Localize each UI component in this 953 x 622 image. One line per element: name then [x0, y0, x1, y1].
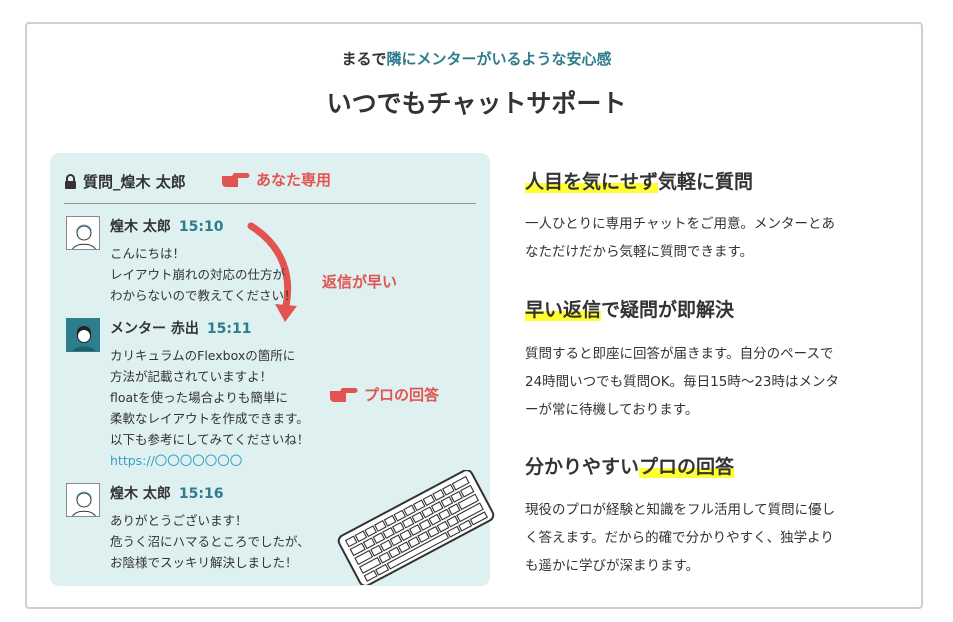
feature-heading: 人目を気にせず気軽に質問 [525, 171, 754, 193]
message-text: こんにちは！ [110, 246, 186, 261]
mentor-avatar-icon [72, 326, 96, 351]
message-text: 柔軟なレイアウトを作成できます。 [110, 411, 309, 426]
message-text: floatを使った場合よりも簡単に [110, 390, 288, 405]
section-title: いつでもチャットサポート [326, 89, 627, 118]
feature-text: なただけだから気軽に質問できます。 [525, 244, 754, 260]
message-text: カリキュラムのFlexboxの箇所に [110, 348, 296, 363]
lock-icon [65, 173, 76, 189]
feature-text: 現役のプロが経験と知識をフル活用して質問に優し [525, 502, 836, 518]
message-text: わからないので教えてください！ [110, 288, 297, 303]
message-text: お陰様でスッキリ解決しました！ [110, 555, 298, 570]
feature-text: く答えます。だから的確で分かりやすく、独学より [525, 530, 834, 546]
pointing-hand-icon [222, 172, 250, 187]
feature-text: 一人ひとりに専用チャットをご用意。メンターとあ [525, 216, 835, 232]
message-text: 危うく沼にハマるところでしたが、 [110, 534, 310, 549]
chat-header-divider [64, 203, 476, 204]
message-text: ありがとうございます！ [110, 513, 248, 528]
feature-text: 24時間いつでも質問OK。毎日15時〜23時はメンタ [525, 374, 840, 390]
avatar [66, 483, 100, 517]
message-text: 以下も参考にしてみてくださいね！ [110, 432, 310, 447]
curved-arrow-icon [247, 222, 297, 322]
message-time: 15:10 [178, 219, 224, 235]
user-avatar-icon [72, 224, 96, 249]
feature-heading: 早い返信で疑問が即解決 [525, 299, 735, 321]
message-time: 15:16 [178, 486, 224, 502]
keyboard-icon [337, 470, 495, 585]
chat-room-header: 質問_煌木 太郎 [64, 170, 186, 192]
feature-text: 質問すると即座に回答が届きます。自分のペースで [525, 346, 834, 362]
annotation-private: あなた専用 [220, 169, 331, 190]
message-text: 方法が記載されていますよ！ [110, 369, 273, 384]
feature-text: も遥かに学びが深まります。 [525, 558, 700, 574]
message-link[interactable]: https://〇〇〇〇〇〇〇 [110, 453, 243, 468]
feature-text: ーが常に待機しております。 [525, 402, 699, 418]
avatar [66, 318, 100, 352]
message-time: 15:11 [206, 321, 252, 337]
chat-room-title: 質問_煌木 太郎 [83, 172, 186, 191]
annotation-fast: 返信が早い [322, 273, 398, 291]
annotation-pro: プロの回答 [328, 384, 439, 405]
avatar [66, 216, 100, 250]
user-avatar-icon [72, 491, 96, 516]
message-text: レイアウト崩れの対応の仕方が [110, 267, 286, 282]
section-subtitle: まるで隣にメンターがいるような安心感 [341, 50, 612, 68]
pointing-hand-icon [330, 387, 358, 402]
feature-heading: 分かりやすいプロの回答 [525, 456, 735, 478]
